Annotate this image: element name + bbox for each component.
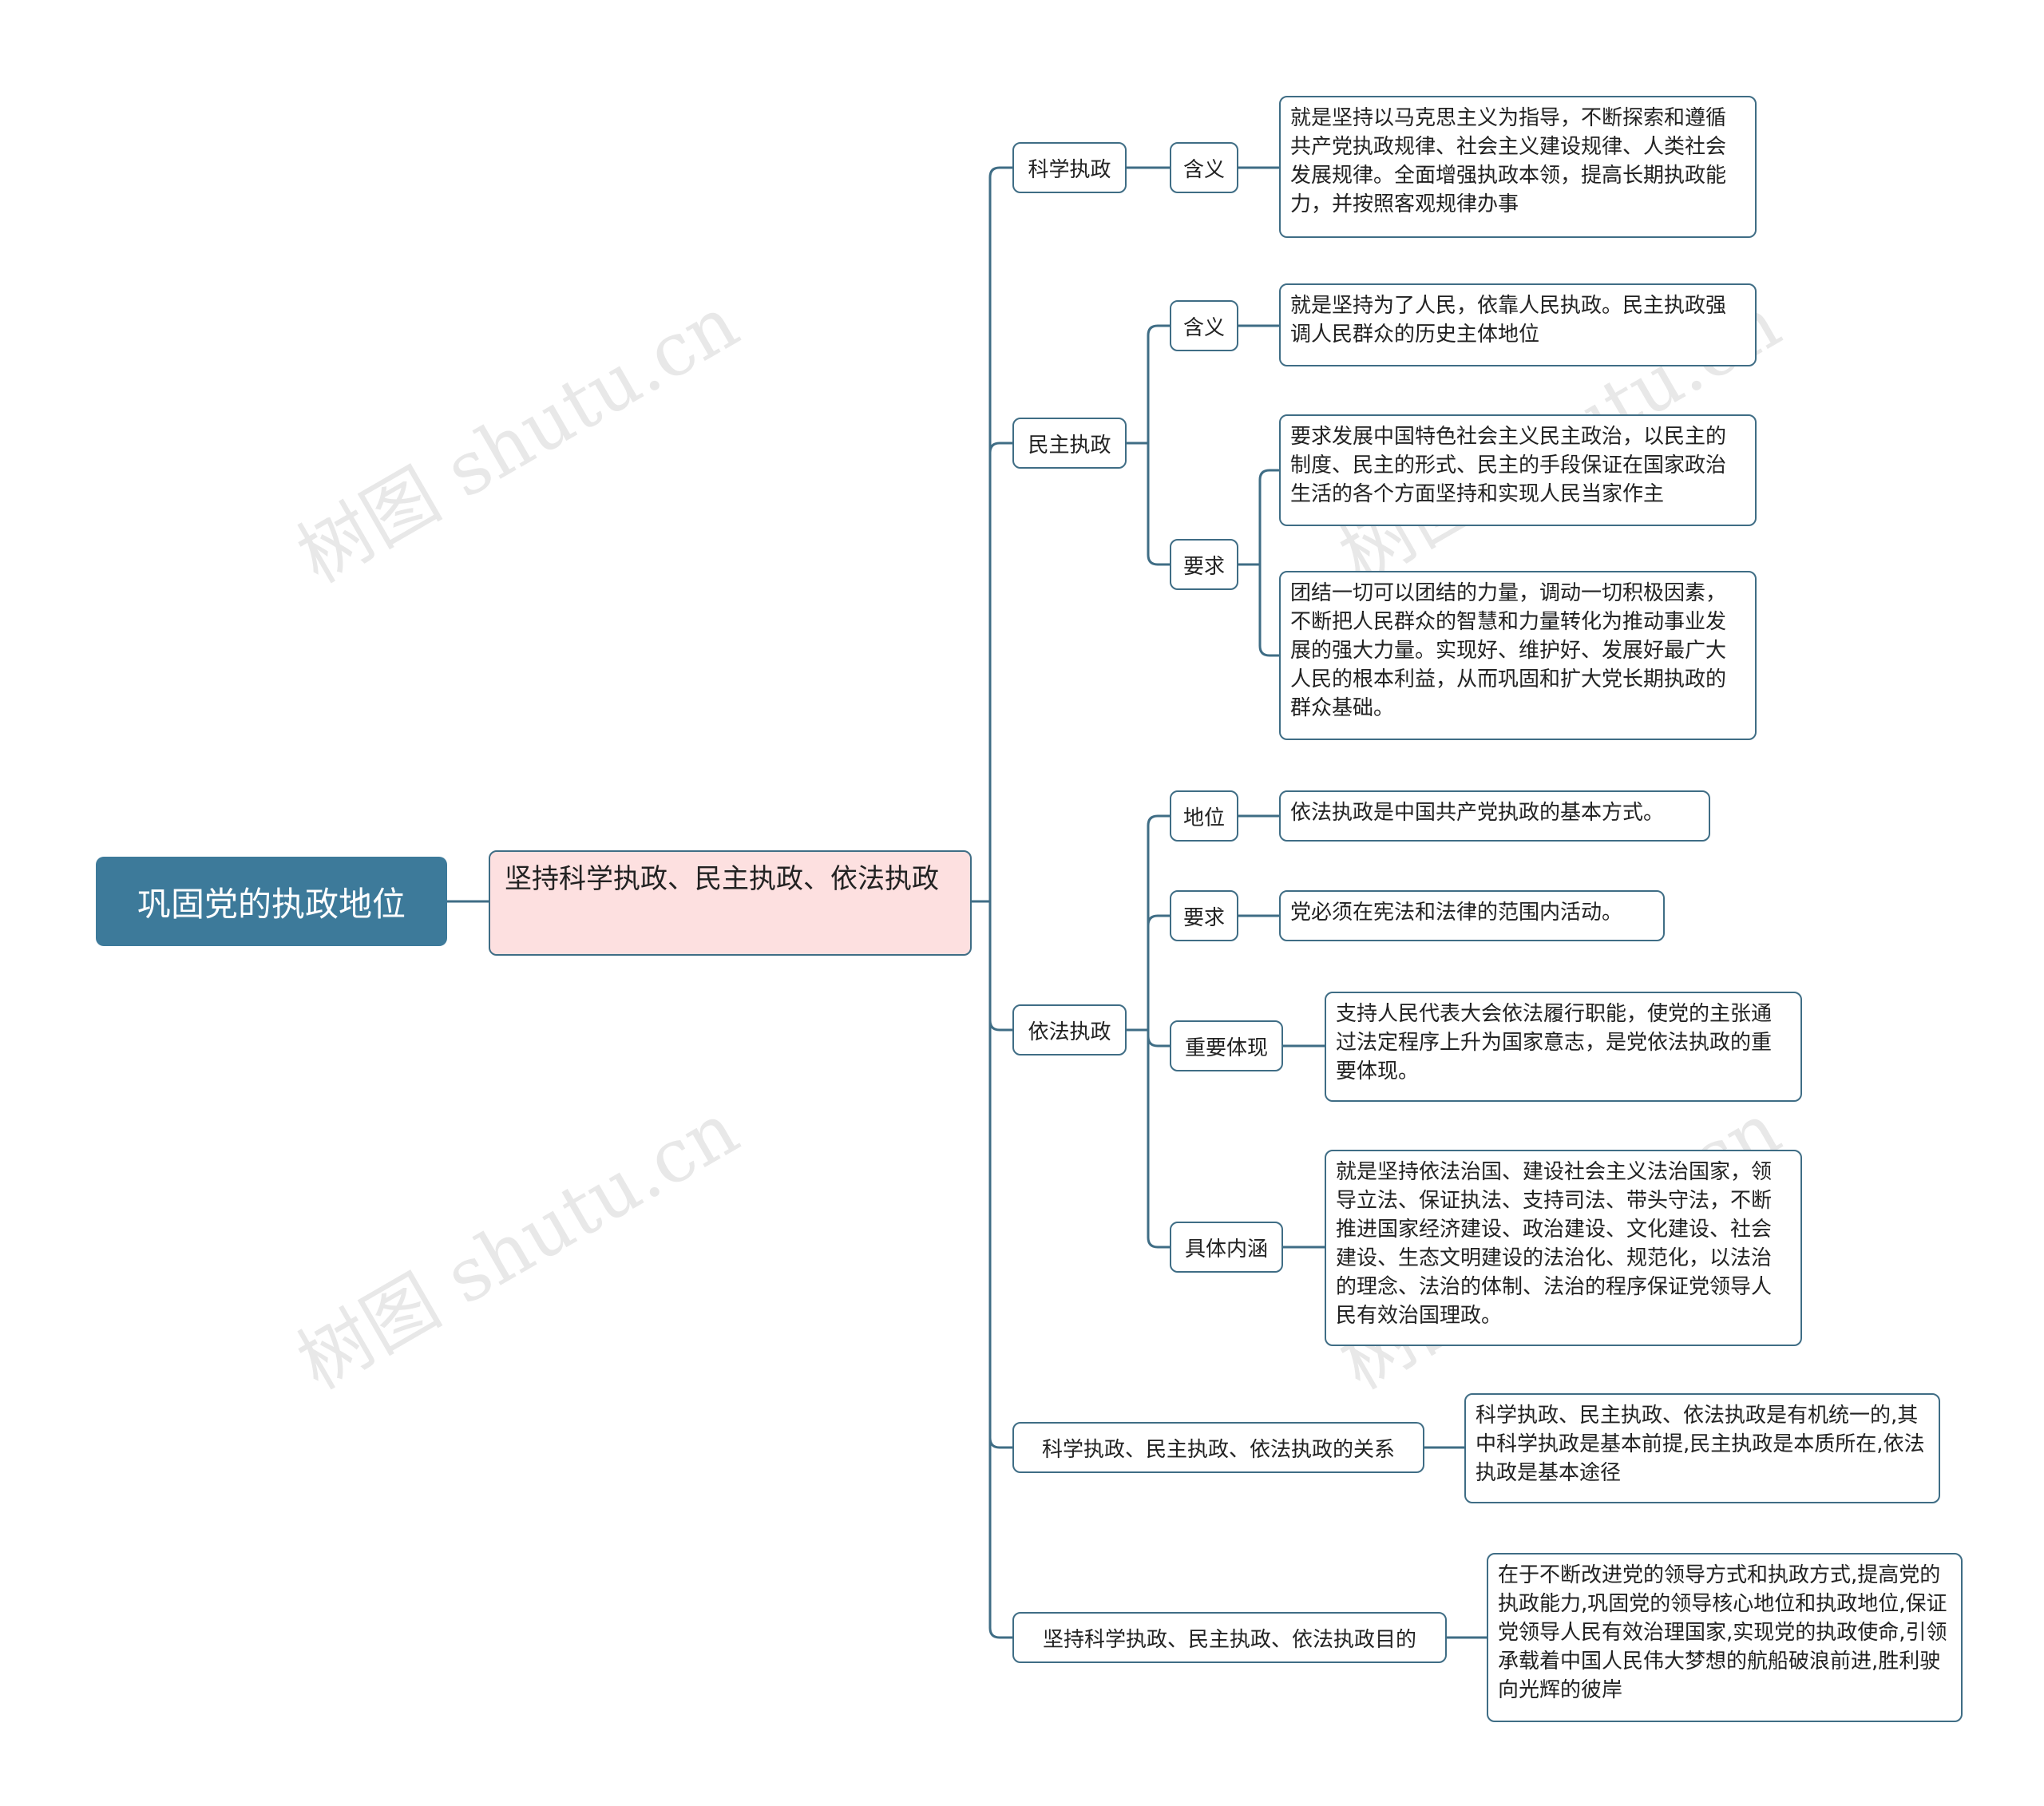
branch-relation[interactable]: 科学执政、民主执政、依法执政的关系 [1012, 1422, 1424, 1473]
connector-line [1147, 324, 1170, 336]
branch-law[interactable]: 依法执政 [1012, 1004, 1127, 1055]
main-topic[interactable]: 坚持科学执政、民主执政、依法执政 [489, 850, 972, 956]
connector-line [988, 1020, 1012, 1032]
connector-line [1147, 814, 1170, 826]
democracy-meaning-label[interactable]: 含义 [1170, 300, 1238, 351]
connector-line [988, 442, 1012, 453]
law-require-text[interactable]: 党必须在宪法和法律的范围内活动。 [1279, 890, 1665, 941]
connector-line [988, 166, 1012, 178]
law-important-label[interactable]: 重要体现 [1170, 1020, 1283, 1071]
law-status-label[interactable]: 地位 [1170, 790, 1238, 842]
branch-democracy[interactable]: 民主执政 [1012, 418, 1127, 469]
democracy-require-label[interactable]: 要求 [1170, 539, 1238, 590]
root-topic[interactable]: 巩固党的执政地位 [96, 857, 447, 946]
law-important-text[interactable]: 支持人民代表大会依法履行职能，使党的主张通过法定程序上升为国家意志，是党依法执政… [1325, 992, 1802, 1102]
democracy-meaning-text[interactable]: 就是坚持为了人民，依靠人民执政。民主执政强调人民群众的历史主体地位 [1279, 283, 1757, 366]
democracy-require-text-2[interactable]: 团结一切可以团结的力量，调动一切积极因素，不断把人民群众的智慧和力量转化为推动事… [1279, 571, 1757, 740]
connector-line [1147, 1036, 1170, 1048]
connector-line [1147, 1237, 1170, 1249]
law-status-text[interactable]: 依法执政是中国共产党执政的基本方式。 [1279, 790, 1710, 842]
democracy-require-text-1[interactable]: 要求发展中国特色社会主义民主政治，以民主的制度、民主的形式、民主的手段保证在国家… [1279, 414, 1757, 526]
branch-purpose[interactable]: 坚持科学执政、民主执政、依法执政目的 [1012, 1612, 1447, 1663]
purpose-text[interactable]: 在于不断改进党的领导方式和执政方式,提高党的执政能力,巩固党的领导核心地位和执政… [1487, 1553, 1963, 1722]
connector-line [1258, 469, 1279, 481]
science-meaning-label[interactable]: 含义 [1170, 142, 1238, 193]
relation-text[interactable]: 科学执政、民主执政、依法执政是有机统一的,其中科学执政是基本前提,民主执政是本质… [1464, 1393, 1940, 1503]
branch-science[interactable]: 科学执政 [1012, 142, 1127, 193]
connector-line [1147, 914, 1170, 926]
connector-line [988, 1627, 1012, 1639]
law-content-label[interactable]: 具体内涵 [1170, 1222, 1283, 1273]
law-require-label[interactable]: 要求 [1170, 890, 1238, 941]
connector-line [988, 1437, 1012, 1449]
connector-line [1258, 645, 1279, 657]
law-content-text[interactable]: 就是坚持依法治国、建设社会主义法治国家，领导立法、保证执法、支持司法、带头守法，… [1325, 1150, 1802, 1346]
science-meaning-text[interactable]: 就是坚持以马克思主义为指导，不断探索和遵循共产党执政规律、社会主义建设规律、人类… [1279, 96, 1757, 238]
connector-line [1147, 554, 1170, 566]
